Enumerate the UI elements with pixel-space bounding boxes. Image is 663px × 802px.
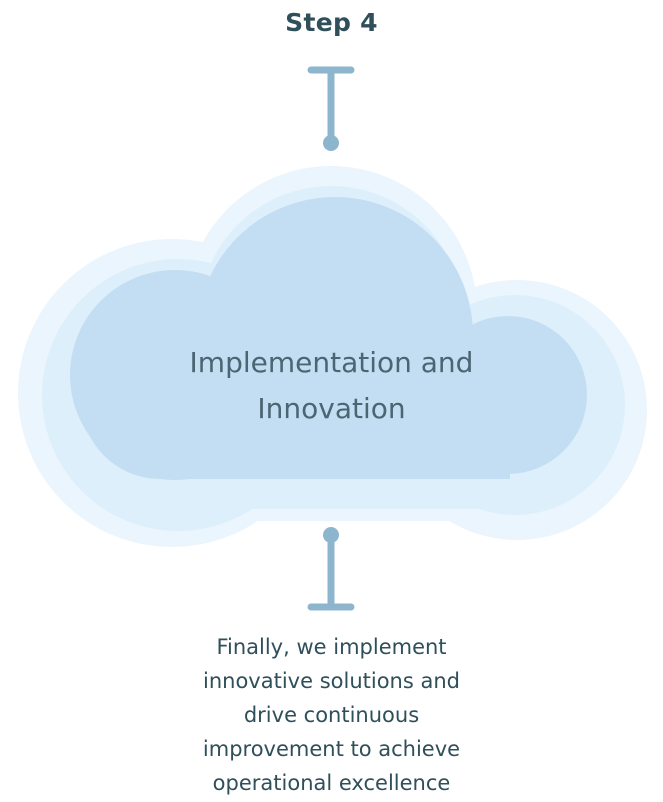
step-description: Finally, we implement innovative solutio… [150,630,513,800]
cloud-label-line-1: Implementation and [189,346,474,379]
description-line: improvement to achieve [202,737,461,761]
description-line: drive continuous [243,703,420,727]
cloud-label: Implementation and Innovation [0,340,663,432]
top-connector-dot [323,135,339,151]
cloud-body [70,197,587,480]
top-connector [307,66,355,151]
description-line: operational excellence [212,771,451,795]
step-title: Step 4 [285,8,378,37]
bottom-connector [307,527,355,611]
description-line: Finally, we implement [216,635,447,659]
cloud-label-line-2: Innovation [257,392,406,425]
description-line: innovative solutions and [203,669,460,693]
